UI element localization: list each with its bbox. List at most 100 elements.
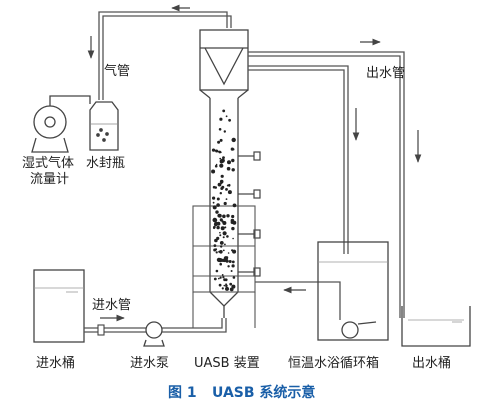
sludge-particle: [219, 163, 224, 168]
sampling-ports: [238, 151, 261, 277]
sludge-particle: [217, 182, 222, 187]
sludge-particle: [216, 203, 220, 207]
sludge-particle: [232, 148, 235, 151]
figure-title: UASB 系统示意: [212, 385, 316, 401]
sludge-particle: [220, 174, 224, 178]
sludge-particle: [222, 156, 225, 160]
sludge-particle: [219, 250, 223, 254]
sludge-particle: [230, 218, 235, 223]
wet-gas-flowmeter: [31, 95, 91, 153]
sludge-particle: [212, 201, 215, 204]
sludge-particles: [211, 109, 237, 292]
sludge-particle: [214, 186, 217, 189]
sludge-particle: [232, 237, 234, 240]
sludge-particle: [231, 284, 236, 289]
sludge-particle: [231, 137, 236, 143]
sludge-particle: [228, 118, 232, 122]
sludge-particle: [225, 115, 228, 118]
sludge-particle: [222, 231, 227, 236]
sludge-particle: [225, 198, 228, 201]
sludge-particle: [211, 169, 216, 174]
sludge-particle: [227, 160, 231, 165]
sludge-particle: [218, 277, 220, 280]
sludge-particle: [223, 259, 227, 263]
sludge-particle: [212, 205, 217, 210]
sludge-particle: [220, 245, 223, 248]
sludge-particle: [218, 213, 222, 218]
sludge-particle: [219, 192, 222, 195]
sludge-particle: [232, 249, 237, 254]
sludge-particle: [219, 179, 224, 184]
sludge-particle: [219, 231, 221, 234]
inlet-pump-label: 进水泵: [130, 356, 170, 371]
sludge-particle: [222, 109, 226, 113]
inlet-valve: [97, 324, 105, 336]
sludge-particle: [231, 214, 235, 219]
sludge-particle: [222, 276, 225, 279]
inlet-pump-shape: [143, 321, 165, 347]
gas-meter-label-line2: 流量计: [30, 172, 70, 187]
sludge-particle: [224, 226, 227, 229]
sludge-particle: [220, 187, 224, 190]
sludge-particle: [220, 182, 223, 184]
sludge-particle: [219, 262, 222, 266]
inlet-tank-shape: [33, 269, 85, 343]
sludge-particle: [232, 276, 236, 279]
sludge-particle: [216, 221, 221, 226]
sludge-particle: [216, 150, 219, 153]
sludge-particle: [231, 264, 235, 268]
sludge-particle: [229, 282, 233, 286]
gas-pipe-label: 气管: [104, 64, 131, 79]
sludge-particle: [222, 236, 225, 239]
outlet-tank-shape: [401, 306, 471, 347]
sludge-particle: [231, 226, 235, 231]
outlet-pipe: [248, 51, 405, 318]
sludge-particle: [232, 203, 237, 208]
sludge-particle: [219, 157, 222, 160]
circulation-pipe: [248, 65, 349, 320]
sludge-particle: [218, 258, 223, 263]
sludge-particle: [222, 214, 226, 219]
sludge-particle: [219, 218, 223, 222]
sludge-particle: [229, 287, 234, 292]
sludge-particle: [223, 284, 226, 287]
sludge-particle: [225, 188, 228, 191]
sludge-particle: [228, 183, 231, 187]
figure-number: 图 1: [168, 385, 197, 401]
sludge-particle: [219, 138, 223, 142]
sludge-particle: [219, 151, 222, 154]
sludge-particle: [214, 164, 218, 168]
water-bath-label: 恒温水浴循环箱: [288, 356, 380, 371]
sludge-particle: [226, 288, 229, 290]
gas-pipe: [98, 11, 232, 100]
sludge-particle: [227, 265, 230, 268]
sludge-particle: [227, 190, 232, 195]
inlet-pipe: [84, 318, 227, 333]
sludge-particle: [231, 158, 235, 163]
sludge-particle: [226, 235, 229, 238]
sludge-particle: [216, 225, 220, 230]
sludge-particle: [224, 278, 228, 282]
outlet-tank-label: 出水桶: [412, 356, 452, 371]
water-seal-label: 水封瓶: [86, 156, 126, 171]
gas-meter-label-line1: 湿式气体: [22, 156, 75, 171]
sludge-particle: [217, 140, 221, 144]
sludge-particle: [227, 252, 230, 254]
sludge-particle: [226, 166, 231, 171]
sludge-particle: [221, 274, 224, 276]
sludge-particle: [213, 225, 216, 229]
sludge-particle: [223, 201, 227, 206]
sludge-particle: [222, 221, 227, 225]
uasb-device-label: UASB 装置: [194, 356, 260, 371]
sludge-particle: [219, 234, 222, 237]
sludge-particle: [224, 243, 226, 246]
sludge-particle: [230, 270, 233, 272]
sludge-particle: [225, 283, 228, 286]
sludge-particle: [216, 236, 220, 240]
sludge-particle: [220, 226, 225, 231]
sludge-particle: [219, 117, 223, 121]
sludge-particle: [215, 163, 218, 166]
sludge-particle: [228, 260, 232, 263]
